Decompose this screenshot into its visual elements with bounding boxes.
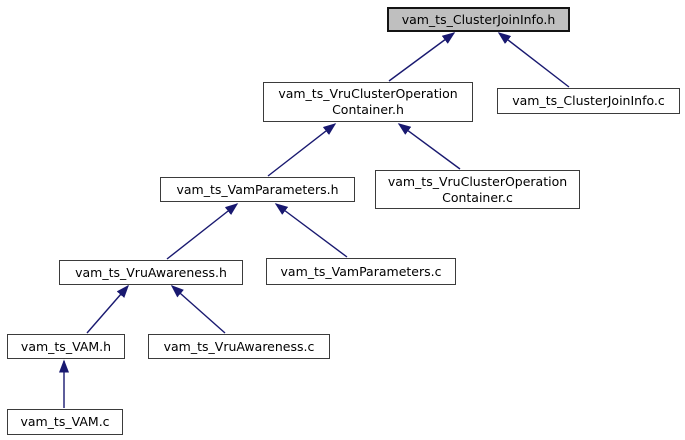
node-vam-ts-vruclusteroperationcontainer-h[interactable]: vam_ts_VruClusterOperation Container.h	[263, 82, 473, 122]
edge-vruawareness-c-to-vruawareness-h	[170, 285, 226, 334]
edge-vamparameters-c-to-vamparameters-h	[274, 203, 348, 258]
node-label: vam_ts_ClusterJoinInfo.c	[512, 93, 665, 109]
node-vam-ts-vruawareness-h[interactable]: vam_ts_VruAwareness.h	[59, 260, 243, 285]
node-label: vam_ts_VAM.h	[20, 338, 112, 354]
node-label: vam_ts_VruAwareness.h	[75, 264, 227, 280]
node-label: vam_ts_VamParameters.c	[280, 263, 442, 279]
node-label: vam_ts_VruAwareness.c	[163, 338, 315, 354]
node-label: vam_ts_VamParameters.h	[176, 181, 339, 197]
edge-vruclusteroperationcontainer-h-to-clusterjoininfo-h	[388, 32, 456, 82]
node-vam-ts-clusterjoininfo-h[interactable]: vam_ts_ClusterJoinInfo.h	[387, 7, 570, 32]
node-vam-ts-vruawareness-c[interactable]: vam_ts_VruAwareness.c	[148, 334, 330, 359]
node-vam-ts-vam-c[interactable]: vam_ts_VAM.c	[7, 409, 123, 435]
node-vam-ts-vruclusteroperationcontainer-c[interactable]: vam_ts_VruClusterOperation Container.c	[375, 170, 580, 209]
edge-vamparameters-h-to-vruclusteroperationcontainer-h	[267, 123, 337, 177]
edge-vruclusteroperationcontainer-c-to-vruclusteroperationcontainer-h	[397, 123, 461, 170]
node-vam-ts-vamparameters-h[interactable]: vam_ts_VamParameters.h	[160, 177, 355, 202]
node-vam-ts-vamparameters-c[interactable]: vam_ts_VamParameters.c	[266, 258, 456, 285]
node-label: vam_ts_VAM.c	[20, 414, 110, 430]
edge-vruawareness-h-to-vamparameters-h	[166, 203, 239, 260]
node-label: vam_ts_VruClusterOperation Container.c	[387, 173, 568, 205]
node-vam-ts-clusterjoininfo-c[interactable]: vam_ts_ClusterJoinInfo.c	[497, 88, 680, 114]
node-vam-ts-vam-h[interactable]: vam_ts_VAM.h	[7, 334, 125, 359]
node-label: vam_ts_ClusterJoinInfo.h	[401, 11, 556, 27]
edge-vam-h-to-vruawareness-h	[86, 284, 129, 334]
node-label: vam_ts_VruClusterOperation Container.h	[278, 86, 458, 117]
edge-clusterjoininfo-c-to-clusterjoininfo-h	[497, 32, 570, 88]
